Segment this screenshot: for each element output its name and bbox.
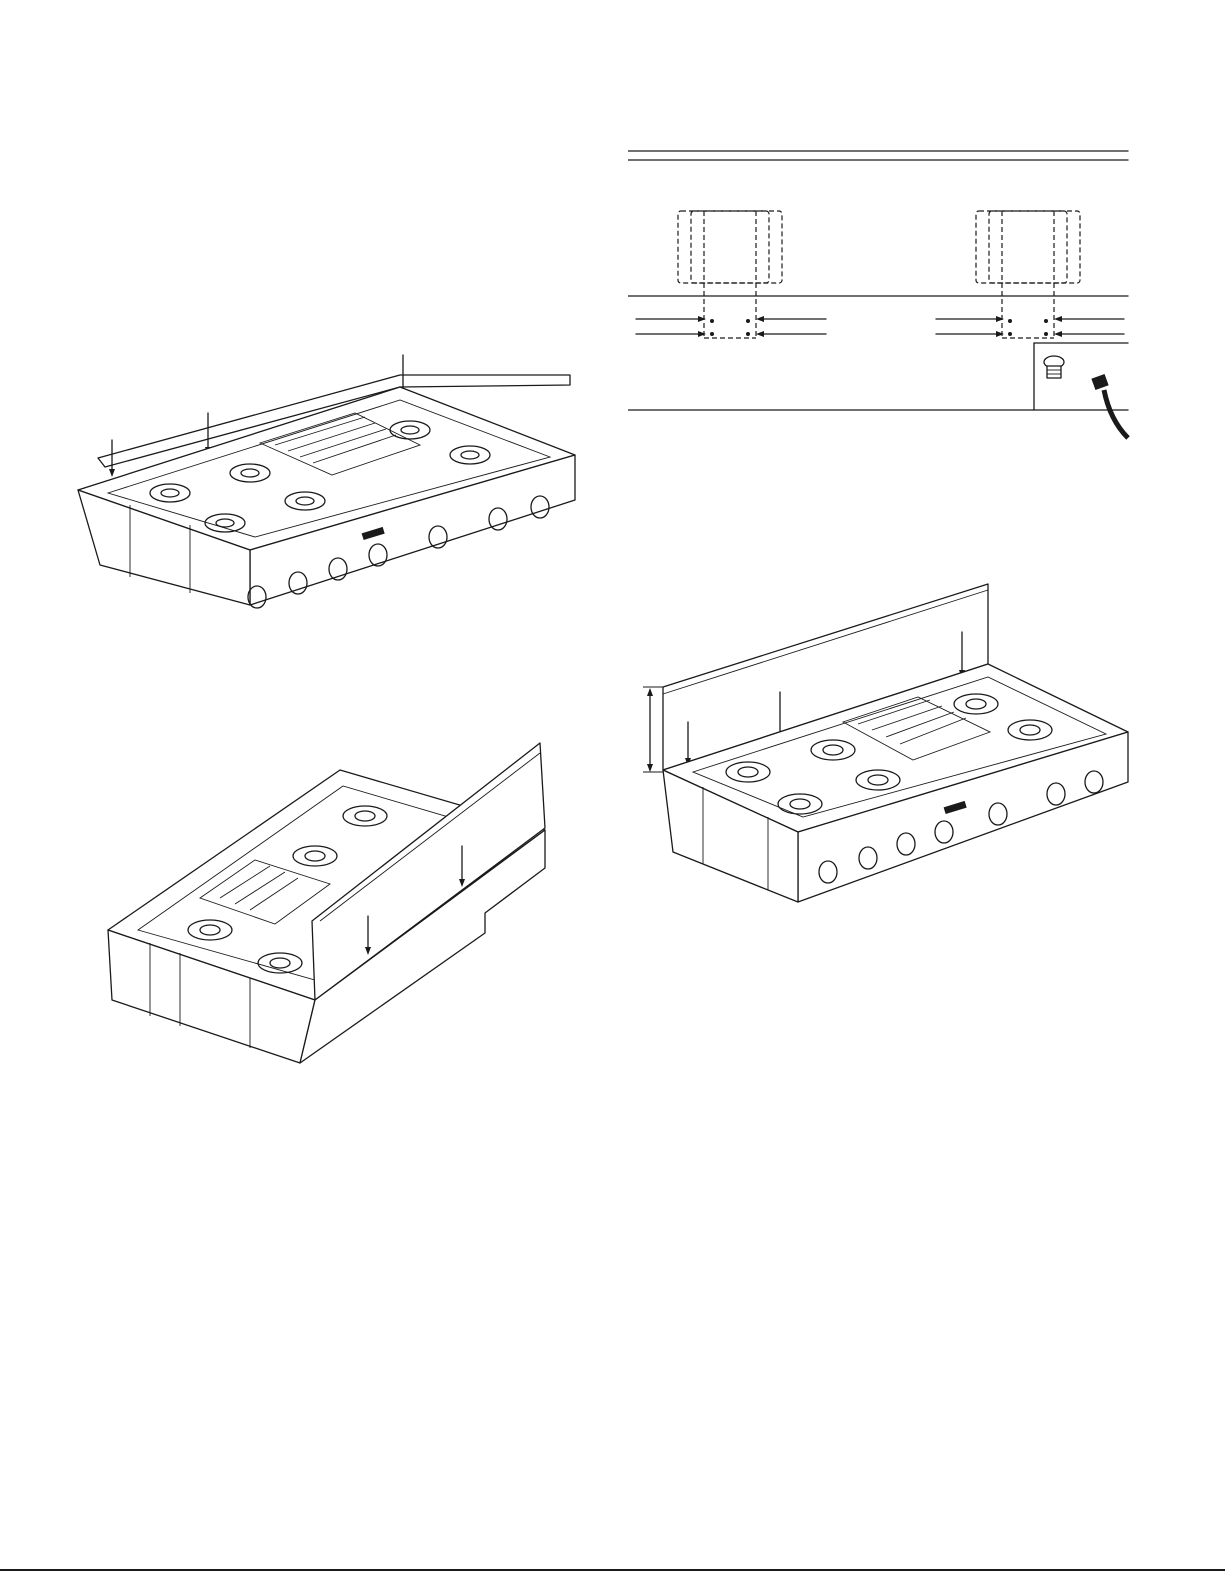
power-cord-icon bbox=[1091, 374, 1128, 438]
gas-fitting-icon bbox=[1044, 356, 1064, 378]
figure-rangetop-tilted bbox=[100, 738, 560, 1068]
figure-rangetop-with-backguard bbox=[638, 582, 1138, 912]
footer-rule bbox=[0, 1569, 1225, 1571]
figure-rangetop-top-view bbox=[70, 345, 600, 635]
figure-bracket-detail bbox=[628, 148, 1138, 440]
